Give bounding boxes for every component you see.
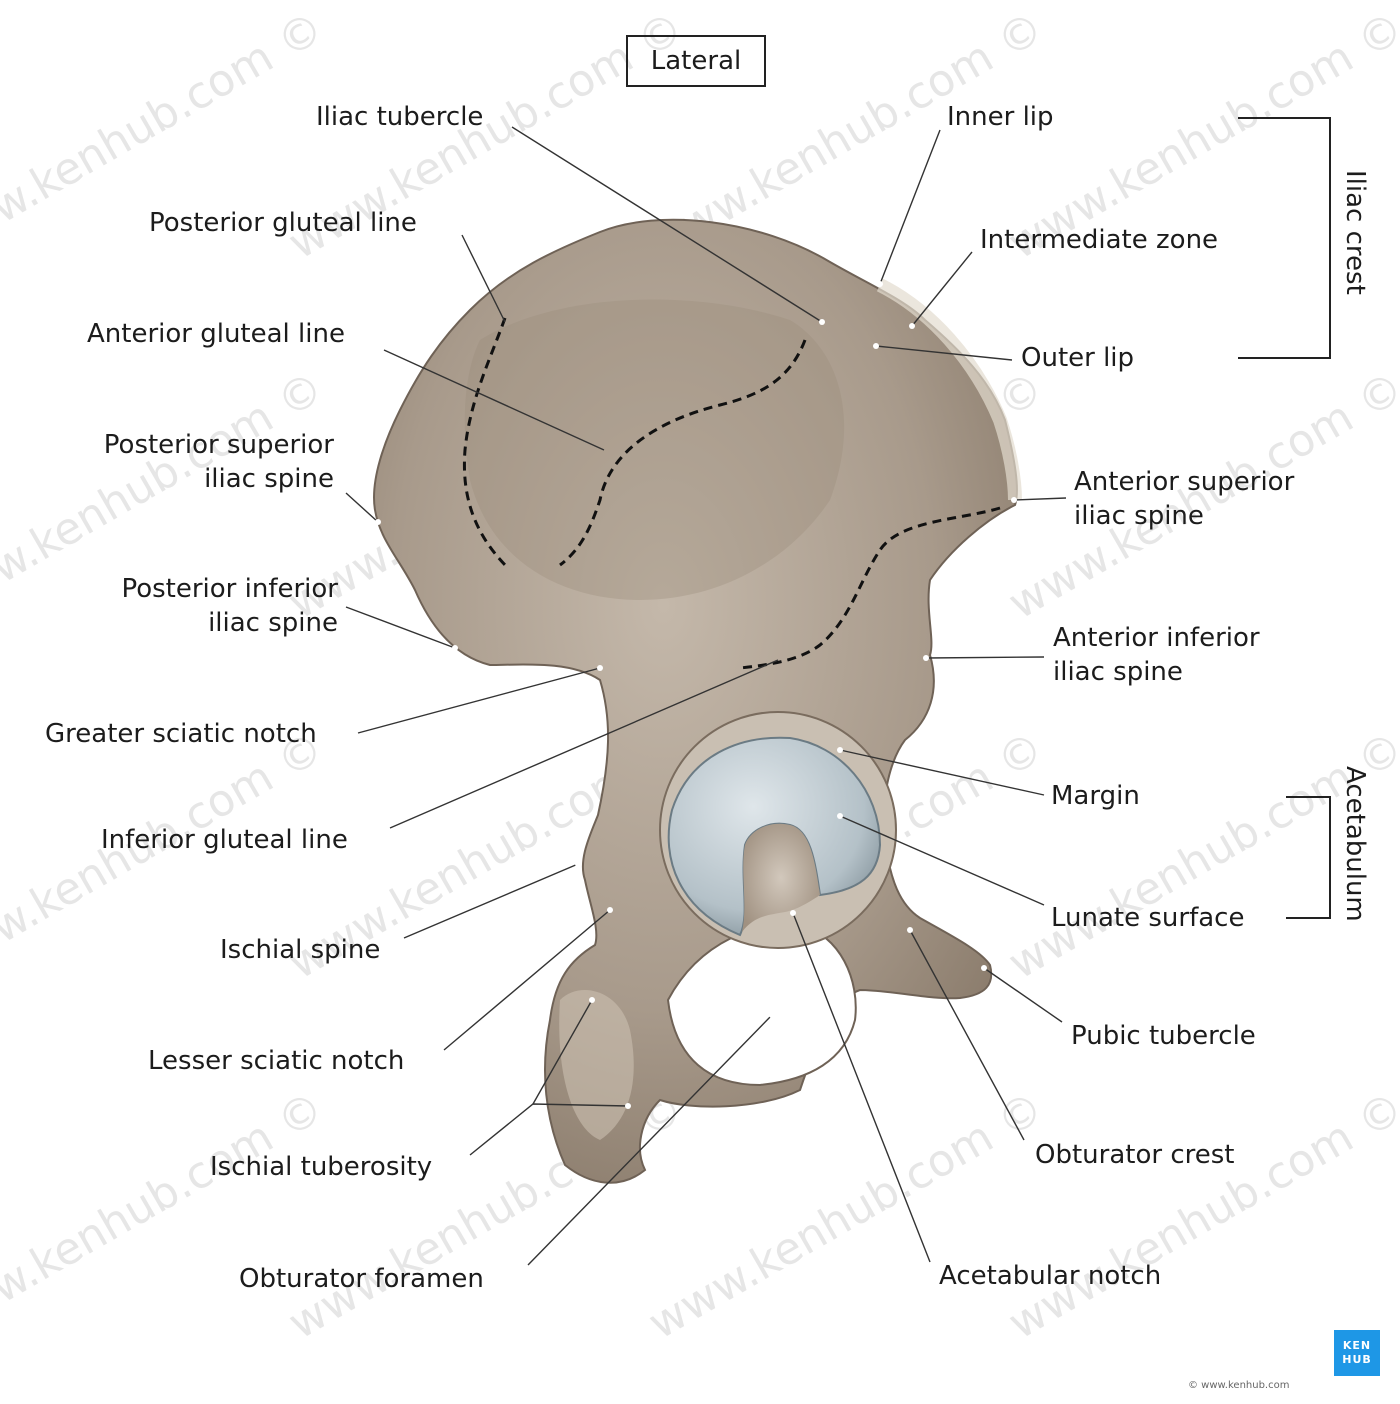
label-pubic-tubercle: Pubic tubercle — [1071, 1021, 1256, 1051]
leader-anterior-superior-iliac-spine — [1013, 497, 1067, 501]
ischial-tuberosity-shade — [559, 990, 634, 1140]
leader-anterior-gluteal-line — [383, 349, 605, 451]
label-posterior-gluteal-line: Posterior gluteal line — [149, 208, 417, 238]
label-anterior-superior-iliac-spine-line2: iliac spine — [1074, 501, 1204, 531]
bracket-label-iliac-crest: Iliac crest — [1340, 170, 1370, 295]
label-posterior-superior-iliac-spine-line1: Posterior superior — [103, 430, 334, 460]
leader-ischial-spine — [403, 863, 579, 939]
iliac-crest-rim — [876, 278, 1022, 501]
bracket-label-acetabulum: Acetabulum — [1340, 766, 1370, 922]
view-title: Lateral — [626, 35, 766, 87]
leader-posterior-superior-iliac-spine — [345, 492, 379, 523]
label-greater-sciatic-notch: Greater sciatic notch — [45, 719, 317, 749]
copyright-text: © www.kenhub.com — [1188, 1380, 1290, 1391]
label-iliac-tubercle: Iliac tubercle — [316, 102, 484, 132]
leader-posterior-gluteal-line — [461, 234, 506, 323]
leader-margin — [839, 749, 1045, 796]
inferior-gluteal-line — [739, 506, 1001, 670]
acetabular-fossa — [742, 823, 820, 932]
leader-greater-sciatic-notch — [357, 667, 601, 734]
leader-lunate-surface — [839, 815, 1045, 906]
logo-line2: HUB — [1342, 1353, 1372, 1366]
leader-anterior-inferior-iliac-spine — [925, 656, 1045, 659]
hip-bone-outline — [373, 218, 1018, 1184]
label-posterior-inferior-iliac-spine-line2: iliac spine — [208, 608, 338, 638]
hip-bone — [373, 218, 1022, 1184]
label-posterior-superior-iliac-spine-line2: iliac spine — [204, 464, 334, 494]
leader-obturator-foramen — [527, 1014, 773, 1266]
watermark-text: www.kenhub.com © — [1000, 1082, 1400, 1349]
label-inferior-gluteal-line: Inferior gluteal line — [101, 825, 348, 855]
leader-intermediate-zone — [911, 251, 973, 327]
label-posterior-inferior-iliac-spine-line1: Posterior inferior — [121, 574, 338, 604]
label-obturator-crest: Obturator crest — [1035, 1140, 1235, 1170]
leader-acetabular-notch — [792, 912, 931, 1263]
bracket-acetabulum — [1286, 796, 1331, 919]
label-lesser-sciatic-notch: Lesser sciatic notch — [148, 1046, 405, 1076]
gluteal-surface-shade — [464, 299, 845, 600]
logo-line1: KEN — [1342, 1339, 1372, 1352]
watermark-text: www.kenhub.com © — [640, 1082, 1052, 1349]
leader-lines — [345, 126, 1067, 1266]
leader-posterior-inferior-iliac-spine — [345, 606, 456, 649]
brackets — [1238, 117, 1331, 919]
leader-lesser-sciatic-notch — [443, 909, 611, 1051]
label-margin: Margin — [1051, 781, 1140, 811]
label-intermediate-zone: Intermediate zone — [980, 225, 1219, 255]
label-inner-lip: Inner lip — [947, 102, 1054, 132]
leader-inner-lip — [879, 129, 941, 285]
leader-outer-lip — [875, 345, 1013, 361]
leader-ischial-tuberosity-2 — [532, 999, 593, 1105]
label-outer-lip: Outer lip — [1021, 343, 1135, 373]
label-ischial-spine: Ischial spine — [220, 935, 381, 965]
anterior-gluteal-line — [559, 339, 807, 567]
label-anterior-inferior-iliac-spine-line1: Anterior inferior — [1053, 623, 1260, 653]
label-ischial-tuberosity: Ischial tuberosity — [210, 1152, 433, 1182]
leader-inferior-gluteal-line — [389, 659, 779, 829]
label-acetabular-notch: Acetabular notch — [939, 1261, 1162, 1291]
posterior-gluteal-line — [462, 317, 510, 570]
bracket-iliac-crest — [1238, 117, 1331, 359]
kenhub-logo: KEN HUB — [1334, 1330, 1380, 1376]
label-obturator-foramen: Obturator foramen — [239, 1264, 484, 1294]
leader-dots — [375, 281, 1017, 1109]
label-anterior-gluteal-line: Anterior gluteal line — [87, 319, 345, 349]
leader-obturator-crest — [909, 929, 1025, 1141]
leader-iliac-tubercle — [511, 126, 823, 323]
label-anterior-superior-iliac-spine-line1: Anterior superior — [1074, 467, 1295, 497]
leader-pubic-tubercle — [983, 967, 1063, 1023]
label-lunate-surface: Lunate surface — [1051, 903, 1245, 933]
label-anterior-inferior-iliac-spine-line2: iliac spine — [1053, 657, 1183, 687]
